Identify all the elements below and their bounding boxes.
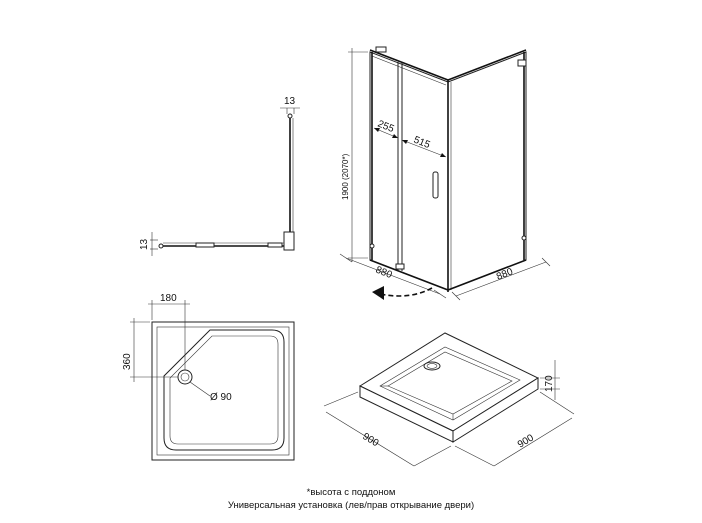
drain-label: Ø 90 bbox=[210, 392, 232, 403]
bottom-guide bbox=[395, 263, 405, 270]
note-universal-install: Универсальная установка (лев/прав открыв… bbox=[227, 500, 475, 511]
dim-880-left-tick2 bbox=[433, 289, 447, 299]
dim-900-right-ext2 bbox=[539, 391, 575, 415]
dim-900-right-ext1 bbox=[454, 445, 495, 467]
dim-880-right-line bbox=[455, 261, 547, 297]
cabin-right-face bbox=[447, 51, 527, 291]
cabin-top-frame-inner bbox=[371, 55, 447, 86]
tray-iso-drain bbox=[423, 361, 441, 371]
dim-880-left-line bbox=[345, 257, 441, 295]
wall-fixing-2 bbox=[521, 235, 527, 241]
dim-255-arrow-right bbox=[392, 134, 398, 138]
dim-900-left-label: 900 bbox=[360, 431, 380, 449]
dim-900-left-line bbox=[325, 411, 415, 467]
profile-left-pin bbox=[158, 243, 164, 249]
dim-900-left-ext1 bbox=[323, 391, 359, 407]
top-roller-1 bbox=[375, 46, 387, 53]
drain-inner bbox=[180, 372, 190, 382]
tray-iso-right-side bbox=[452, 377, 539, 443]
dim-900-right-line bbox=[493, 417, 573, 467]
door-swing-arrow bbox=[379, 287, 433, 297]
dim-180-label: 180 bbox=[160, 293, 177, 304]
profile-clip bbox=[195, 242, 215, 248]
dim-880-right-tick1 bbox=[451, 291, 461, 301]
cabin-bottom-frame-left bbox=[369, 259, 449, 291]
dim-360-label: 360 bbox=[122, 353, 133, 370]
profile-view: 13 13 bbox=[139, 96, 300, 256]
door-handle bbox=[432, 171, 439, 199]
tray-outer-edge bbox=[151, 321, 295, 461]
tray-basin-outline bbox=[163, 329, 285, 451]
profile-corner-block bbox=[283, 231, 295, 251]
tray-iso-basin-rim bbox=[379, 346, 521, 421]
tray-outer-inner bbox=[156, 326, 290, 456]
dim-880-left-tick1 bbox=[339, 253, 353, 263]
profile-clip-2 bbox=[267, 242, 283, 248]
dim-515-line bbox=[401, 139, 447, 158]
tray-iso-view: 170 900 900 bbox=[323, 332, 575, 467]
dim-900-right-label: 900 bbox=[516, 432, 536, 450]
tray-plan-view: Ø 90 180 360 bbox=[122, 293, 295, 461]
door-swing-arrowhead bbox=[372, 286, 384, 300]
drain-outer bbox=[177, 369, 193, 385]
dim-170-label: 170 bbox=[544, 375, 555, 392]
dim-900-left-ext2 bbox=[413, 445, 452, 467]
dim-top-label: 13 bbox=[284, 96, 296, 107]
cabin-view: 1900 (2070*) 255 515 880 880 bbox=[339, 46, 551, 301]
profile-top-pin bbox=[287, 113, 293, 119]
dim-515-arrow-left bbox=[402, 140, 408, 144]
cabin-left-face bbox=[369, 51, 449, 291]
dim-515-arrow-right bbox=[440, 153, 446, 157]
cabin-top-frame-left bbox=[369, 49, 449, 81]
drain-leader bbox=[189, 381, 211, 397]
note-height-with-tray: *высота с поддоном bbox=[306, 487, 396, 498]
top-roller-2 bbox=[517, 59, 527, 67]
cabin-top-frame-right bbox=[447, 49, 527, 81]
dim-880-right-tick2 bbox=[541, 257, 551, 267]
wall-fixing-1 bbox=[369, 243, 375, 249]
dim-left-label: 13 bbox=[139, 238, 150, 250]
tray-basin-inner bbox=[169, 335, 279, 445]
cabin-bottom-frame-right bbox=[447, 259, 527, 291]
dim-height-label: 1900 (2070*) bbox=[341, 153, 350, 200]
dim-255-arrow-left bbox=[374, 128, 380, 132]
tray-iso-drain-inner bbox=[426, 363, 438, 369]
